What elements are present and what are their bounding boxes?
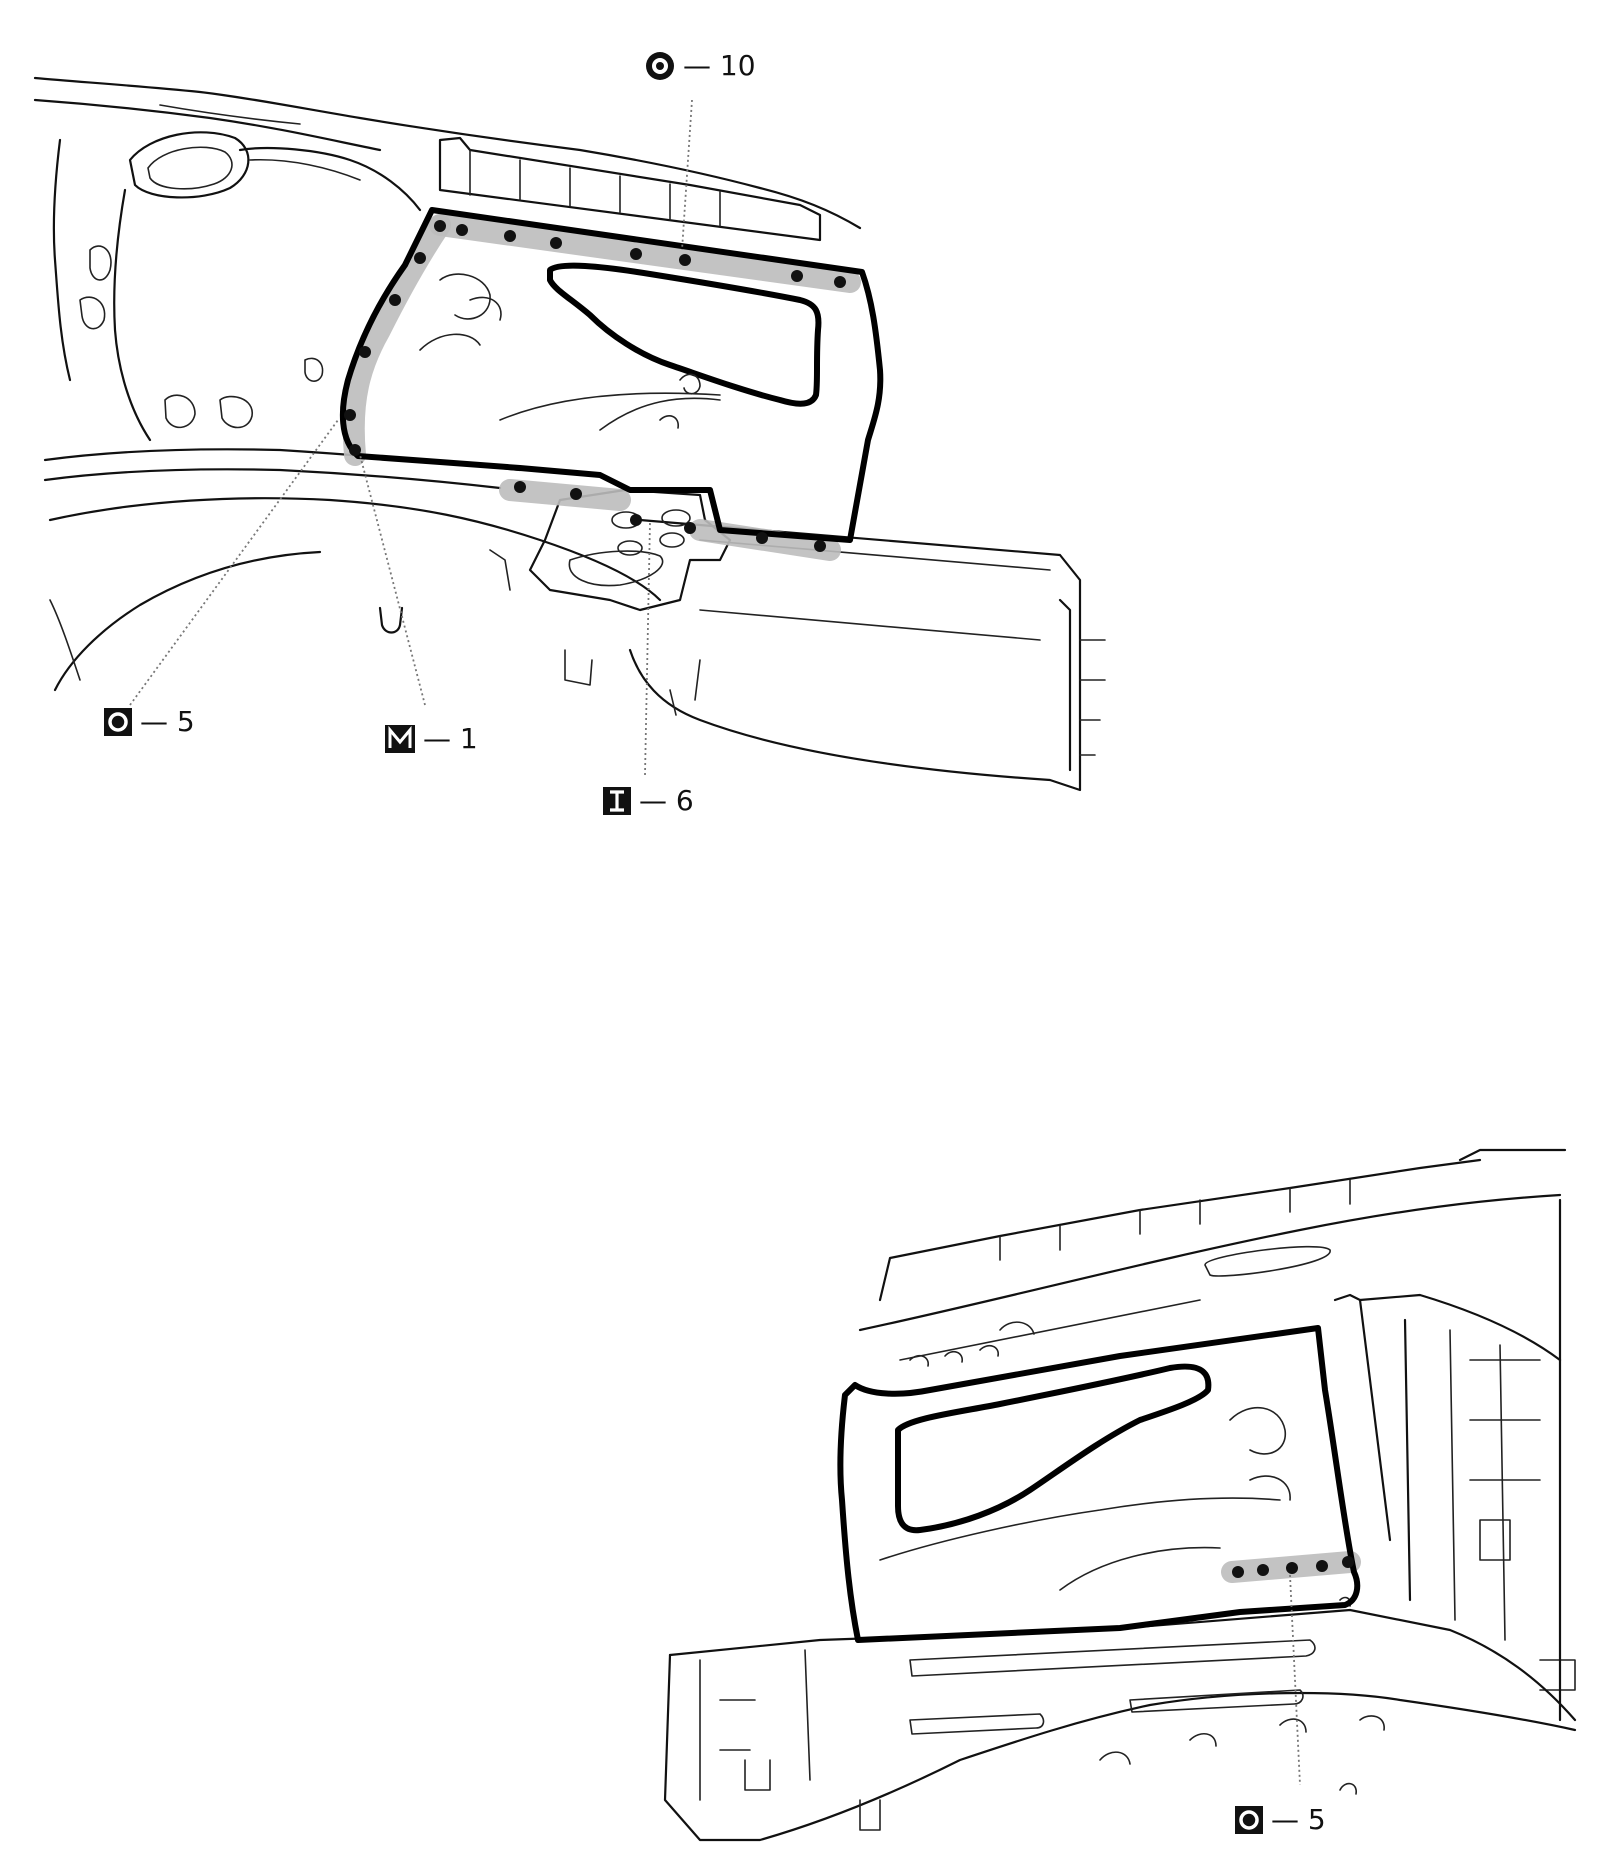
leader-o-5-top [129, 419, 339, 706]
top-weld-dots [344, 220, 846, 552]
target-circle-icon [646, 52, 674, 80]
o-box-icon [104, 708, 132, 736]
bottom-panel-assembly [663, 1148, 1577, 1842]
leader-o-10 [681, 99, 693, 251]
bottom-weld-dots [1232, 1556, 1354, 1578]
callout-m-1-label: — 1 [423, 722, 478, 755]
callout-i-6-label: — 6 [639, 784, 694, 817]
m-box-icon [385, 725, 415, 753]
callout-o-10-label: — 10 [683, 49, 756, 82]
callout-o-5-bottom-label: — 5 [1271, 1803, 1326, 1836]
callout-o-5-label: — 5 [140, 705, 195, 738]
o-box-icon-bottom [1235, 1806, 1263, 1834]
top-panel-assembly [33, 76, 1106, 792]
leader-m-1 [359, 454, 426, 706]
i-box-icon [603, 787, 631, 815]
leader-i-6 [644, 521, 651, 776]
leader-o-5-bottom [1289, 1574, 1301, 1786]
